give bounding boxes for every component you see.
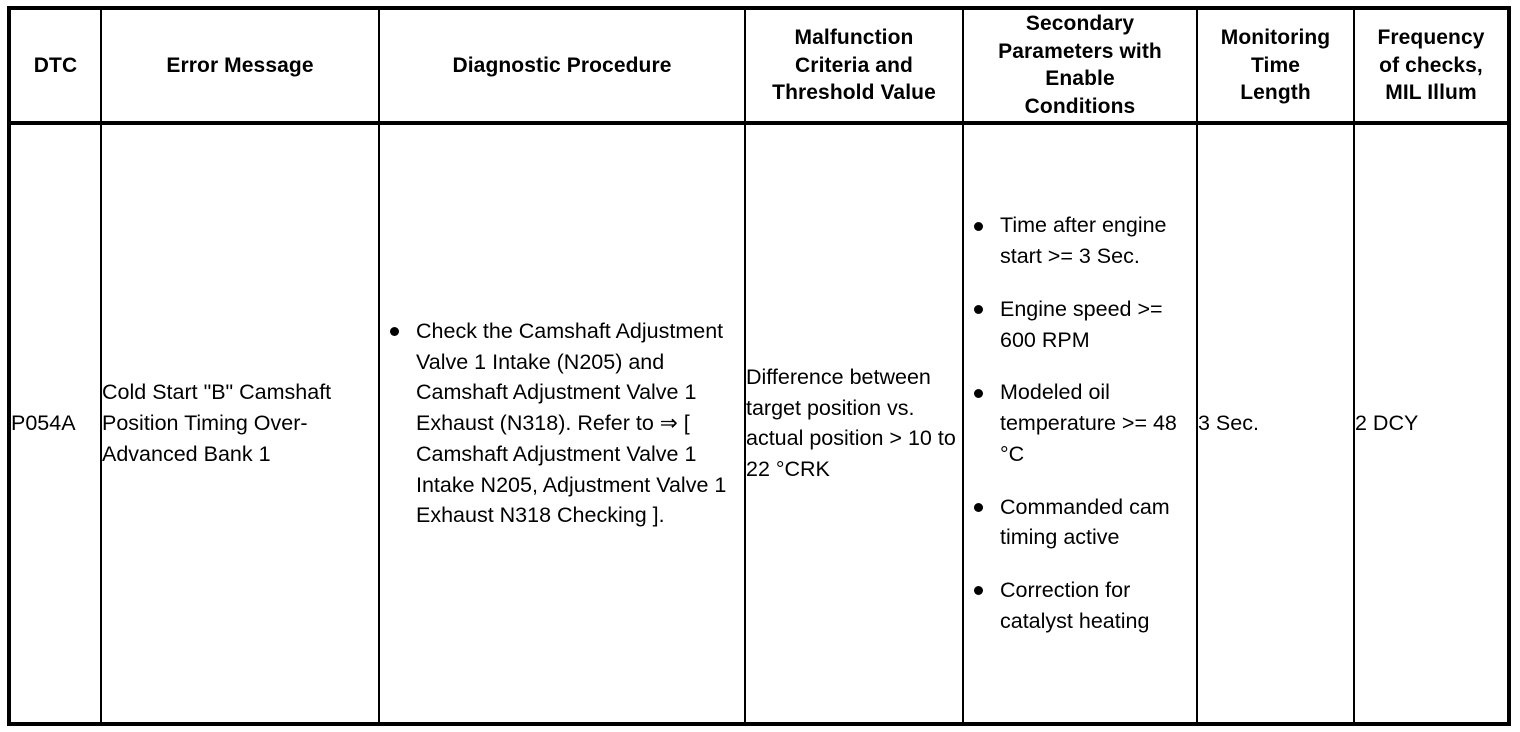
list-item-text: Commanded cam timing active [1000,494,1170,550]
column-header-diagnostic-procedure: Diagnostic Procedure [378,8,746,125]
header-row: DTC Error Message Diagnostic Procedure M… [8,8,1510,125]
cell-secondary-parameters: Time after engine start >= 3 Sec. Engine… [962,122,1198,724]
list-item: Engine speed >= 600 RPM [964,294,1196,355]
list-item-text: Correction for catalyst heating [1000,578,1150,633]
cell-monitoring-time-length: 3 Sec. [1196,122,1355,724]
list-item: Correction for catalyst heating [964,575,1196,636]
table-header: DTC Error Message Diagnostic Procedure M… [8,8,1510,125]
column-header-dtc: DTC [8,8,102,125]
list-item: Modeled oil temperature >= 48 °C [964,377,1196,469]
list-item-text: Check the Camshaft Adjustment Valve 1 In… [416,318,727,528]
bullet-icon [974,502,983,512]
secondary-parameters-list: Time after engine start >= 3 Sec. Engine… [964,210,1196,636]
column-header-monitoring-time-length: Monitoring Time Length [1196,8,1355,125]
column-header-error-message: Error Message [100,8,380,125]
column-header-secondary-parameters: Secondary Parameters with Enable Conditi… [962,8,1198,125]
bullet-icon [974,586,983,596]
table-row: P054A Cold Start "B" Camshaft Position T… [8,122,1510,724]
dtc-diagnostic-table: DTC Error Message Diagnostic Procedure M… [7,6,1511,726]
cell-malfunction-criteria: Difference between target position vs. a… [744,122,964,724]
column-header-malfunction-criteria: Malfunction Criteria and Threshold Value [744,8,964,125]
cell-error-message: Cold Start "B" Camshaft Position Timing … [100,122,380,724]
table-body: P054A Cold Start "B" Camshaft Position T… [8,122,1510,724]
bullet-icon [974,221,983,231]
list-item: Check the Camshaft Adjustment Valve 1 In… [380,316,744,531]
bullet-icon [974,305,983,315]
column-header-frequency-of-checks: Frequency of checks, MIL Illum [1353,8,1510,125]
cell-diagnostic-procedure: Check the Camshaft Adjustment Valve 1 In… [378,122,746,724]
diagnostic-procedure-list: Check the Camshaft Adjustment Valve 1 In… [380,316,744,531]
list-item: Time after engine start >= 3 Sec. [964,210,1196,271]
list-item-text: Engine speed >= 600 RPM [1000,296,1163,352]
cell-dtc-code: P054A [8,122,102,724]
cell-frequency-of-checks: 2 DCY [1353,122,1510,724]
list-item-text: Modeled oil temperature >= 48 °C [1000,380,1177,466]
list-item-text: Time after engine start >= 3 Sec. [1000,213,1167,269]
bullet-icon [390,327,399,337]
bullet-icon [974,388,983,398]
list-item: Commanded cam timing active [964,492,1196,553]
